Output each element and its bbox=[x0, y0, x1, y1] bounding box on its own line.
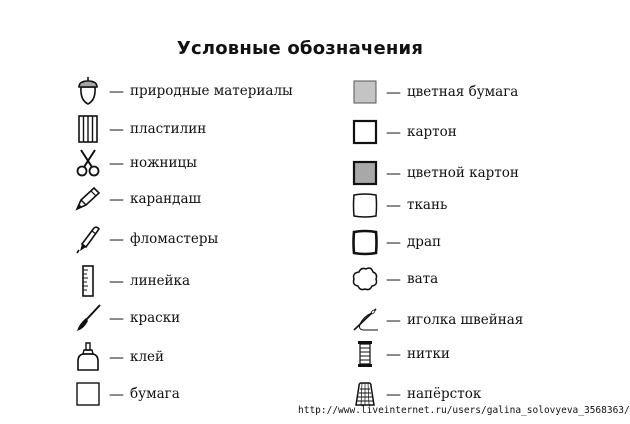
scissors-icon bbox=[73, 147, 103, 179]
dash: — bbox=[109, 82, 124, 100]
dash: — bbox=[386, 196, 401, 214]
ruler-icon bbox=[73, 265, 103, 297]
fabric-icon bbox=[350, 189, 380, 221]
dash: — bbox=[386, 123, 401, 141]
dash: — bbox=[386, 83, 401, 101]
dash: — bbox=[386, 311, 401, 329]
legend-item-paints: — краски bbox=[73, 301, 180, 335]
legend-item-cardboard: — картон bbox=[350, 115, 457, 149]
thread-spool-icon bbox=[350, 338, 380, 370]
legend-label: картон bbox=[407, 124, 457, 140]
dash: — bbox=[109, 385, 124, 403]
legend-item-natural-materials: — природные материалы bbox=[73, 74, 293, 108]
legend-label: клей bbox=[130, 349, 165, 365]
legend-label: фломастеры bbox=[130, 231, 219, 247]
glue-icon bbox=[73, 341, 103, 373]
dash: — bbox=[386, 164, 401, 182]
legend-item-ruler: — линейка bbox=[73, 264, 190, 298]
acorn-icon bbox=[73, 75, 103, 107]
legend-label: иголка швейная bbox=[407, 312, 524, 328]
dash: — bbox=[109, 120, 124, 138]
legend-label: ткань bbox=[407, 197, 448, 213]
needle-icon bbox=[350, 304, 380, 336]
legend-label: ножницы bbox=[130, 155, 197, 171]
dash: — bbox=[109, 154, 124, 172]
legend-label: цветная бумага bbox=[407, 84, 519, 100]
legend-item-cotton-wool: — вата bbox=[350, 262, 438, 296]
legend-label: краски bbox=[130, 310, 181, 326]
legend-item-thimble: — напёрсток bbox=[350, 377, 481, 411]
dash: — bbox=[386, 385, 401, 403]
legend-label: бумага bbox=[130, 386, 180, 402]
paintbrush-icon bbox=[73, 302, 103, 334]
marker-icon bbox=[73, 223, 103, 255]
source-url-watermark: http://www.liveinternet.ru/users/galina_… bbox=[298, 405, 630, 416]
colored-paper-icon bbox=[350, 76, 380, 108]
legend-item-glue: — клей bbox=[73, 340, 164, 374]
dash: — bbox=[109, 272, 124, 290]
dash: — bbox=[109, 190, 124, 208]
legend-label: драп bbox=[407, 234, 442, 250]
legend-item-colored-paper: — цветная бумага bbox=[350, 75, 518, 109]
paper-square-icon bbox=[73, 378, 103, 410]
legend-label: линейка bbox=[130, 273, 191, 289]
page-title: Условные обозначения bbox=[176, 38, 424, 59]
legend-label: пластилин bbox=[130, 121, 207, 137]
cotton-icon bbox=[350, 263, 380, 295]
legend-label: карандаш bbox=[130, 191, 202, 207]
legend-item-scissors: — ножницы bbox=[73, 146, 197, 180]
legend-label: напёрсток bbox=[407, 386, 482, 402]
colored-cardboard-icon bbox=[350, 157, 380, 189]
legend-item-markers: — фломастеры bbox=[73, 222, 218, 256]
legend-item-colored-cardboard: — цветной картон bbox=[350, 156, 519, 190]
dash: — bbox=[109, 230, 124, 248]
cardboard-icon bbox=[350, 116, 380, 148]
dash: — bbox=[386, 270, 401, 288]
dash: — bbox=[386, 345, 401, 363]
dash: — bbox=[386, 233, 401, 251]
legend-label: нитки bbox=[407, 346, 450, 362]
legend-item-plasticine: — пластилин bbox=[73, 112, 206, 146]
legend-item-sewing-needle: — иголка швейная bbox=[350, 303, 523, 337]
dash: — bbox=[109, 309, 124, 327]
drape-icon bbox=[350, 226, 380, 258]
legend-item-pencil: — карандаш bbox=[73, 182, 201, 216]
legend-label: природные материалы bbox=[130, 83, 293, 99]
legend-page: Условные обозначения — природные материа… bbox=[73, 38, 630, 416]
legend-label: цветной картон bbox=[407, 165, 519, 181]
legend-item-fabric: — ткань bbox=[350, 188, 447, 222]
legend-item-drape: — драп bbox=[350, 225, 441, 259]
thimble-icon bbox=[350, 378, 380, 410]
pencil-icon bbox=[73, 183, 103, 215]
legend-item-threads: — нитки bbox=[350, 337, 450, 371]
dash: — bbox=[109, 348, 124, 366]
legend-item-paper: — бумага bbox=[73, 377, 180, 411]
legend-label: вата bbox=[407, 271, 439, 287]
plasticine-icon bbox=[73, 113, 103, 145]
